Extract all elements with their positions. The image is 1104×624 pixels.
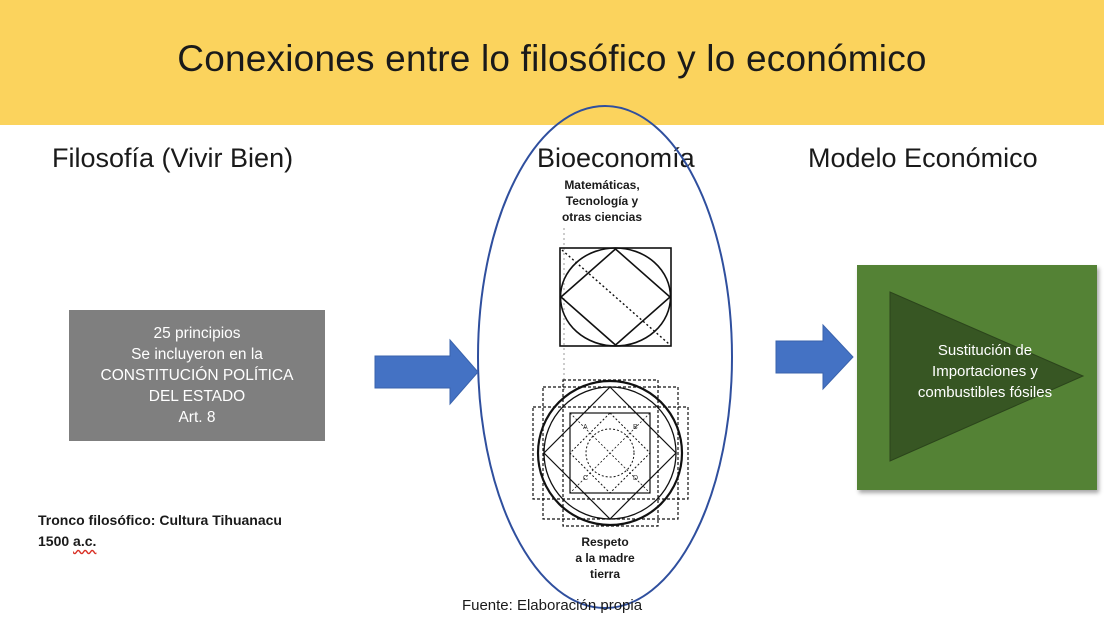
trunk-year: 1500: [38, 533, 70, 549]
mother-earth-label-line-2: a la madre: [575, 551, 635, 565]
source-caption: Fuente: Elaboración propia: [461, 597, 643, 614]
principles-line-3: CONSTITUCIÓN POLÍTICA: [100, 367, 294, 384]
economic-model-line-1: Sustitución de: [937, 342, 1033, 359]
title-banner: [0, 0, 1104, 125]
sciences-label-line-3: otras ciencias: [561, 210, 643, 224]
principles-line-2: Se incluyeron en la: [131, 346, 263, 363]
heading-philosophy: Filosofía (Vivir Bien): [52, 143, 294, 173]
arrow-right-middle: [775, 323, 854, 391]
trunk-note-line-1: Tronco filosófico: Cultura Tihuanacu: [38, 512, 282, 528]
mother-earth-label-line-1: Respeto: [581, 535, 629, 549]
economic-model-box: [857, 265, 1097, 490]
sciences-label-line-1: Matemáticas,: [564, 178, 640, 192]
triangle-shape: [889, 291, 1085, 462]
principles-line-4: DEL ESTADO: [148, 388, 246, 405]
bioeconomy-ellipse: [477, 105, 733, 609]
mandala-letter-d: D: [633, 475, 638, 482]
page-title: Conexiones entre lo filosófico y lo econ…: [177, 38, 927, 79]
mother-earth-label: Respeto a la madre tierra: [560, 534, 650, 582]
mandala-letter-b: B: [633, 424, 638, 431]
sciences-label-line-2: Tecnología y: [565, 194, 639, 208]
principles-box: 25 principios Se incluyeron en la CONSTI…: [69, 310, 325, 441]
principles-line-5: Art. 8: [178, 409, 216, 426]
trunk-era: a.c.: [73, 533, 97, 549]
heading-bioeconomy: Bioeconomía: [537, 143, 695, 173]
sciences-label: Matemáticas, Tecnología y otras ciencias: [532, 177, 672, 225]
mandala-letter-a: A: [583, 424, 588, 431]
economic-model-line-2: Importaciones y: [932, 363, 1038, 380]
mandala-letter-c: C: [583, 475, 588, 482]
heading-economic-model: Modelo Económico: [808, 143, 1038, 173]
economic-model-line-3: combustibles fósiles: [917, 384, 1053, 401]
geometry-square-diagram: [559, 228, 672, 390]
geometry-mandala-diagram: [532, 379, 689, 527]
economic-model-text: Sustitución de Importaciones y combustib…: [890, 340, 1080, 403]
philosophical-trunk-note: Tronco filosófico: Cultura Tihuanacu 150…: [38, 510, 282, 552]
trunk-note-line-2: 1500 a.c.: [38, 531, 282, 552]
principles-line-1: 25 principios: [153, 325, 241, 342]
mother-earth-label-line-3: tierra: [589, 567, 621, 581]
arrow-right-left: [374, 338, 479, 406]
